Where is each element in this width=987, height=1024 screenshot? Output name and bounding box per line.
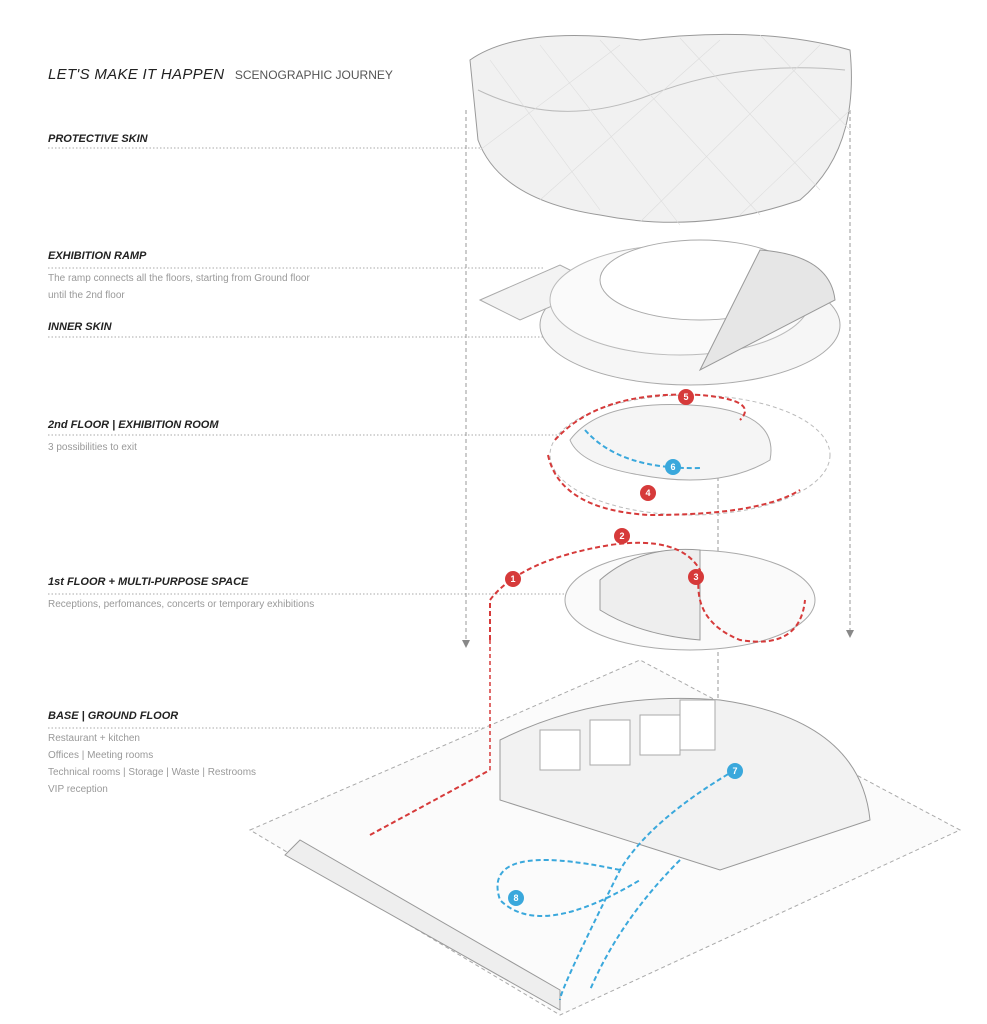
label-text: 3 possibilities to exit [48, 442, 137, 453]
protective-skin-shell [469, 33, 852, 226]
route-marker: 6 [665, 459, 681, 475]
label-1st-floor: 1st FLOOR + MULTI-PURPOSE SPACE Receptio… [48, 576, 314, 613]
svg-text:8: 8 [513, 893, 518, 903]
arrow-down-icon [462, 640, 470, 648]
label-heading: PROTECTIVE SKIN [48, 133, 148, 145]
inner-skin-panel [698, 249, 836, 372]
svg-text:1: 1 [510, 574, 515, 584]
svg-text:3: 3 [693, 572, 698, 582]
svg-text:2: 2 [619, 531, 624, 541]
route-marker: 8 [508, 890, 524, 906]
label-text: Technical rooms | Storage | Waste | Rest… [48, 767, 257, 778]
first-floor-plate [489, 541, 816, 651]
second-floor-plate [547, 393, 831, 517]
label-exhibition-ramp: EXHIBITION RAMP The ramp connects all th… [48, 250, 310, 304]
route-markers: 1 2 3 4 5 6 7 8 [505, 389, 743, 906]
route-marker: 1 [505, 571, 521, 587]
exhibition-ramp-layer [478, 239, 841, 386]
label-text: Receptions, perfomances, concerts or tem… [48, 599, 315, 610]
route-marker: 2 [614, 528, 630, 544]
route-marker: 5 [678, 389, 694, 405]
svg-text:5: 5 [683, 392, 688, 402]
label-text: Offices | Meeting rooms [48, 750, 154, 761]
route-marker: 3 [688, 569, 704, 585]
route-marker: 7 [727, 763, 743, 779]
label-text: Restaurant + kitchen [48, 733, 140, 744]
label-2nd-floor: 2nd FLOOR | EXHIBITION ROOM 3 possibilit… [48, 419, 219, 456]
label-base: BASE | GROUND FLOOR Restaurant + kitchen… [48, 710, 256, 798]
title-main: LET'S MAKE IT HAPPEN [48, 66, 225, 83]
svg-text:7: 7 [732, 766, 737, 776]
label-heading: 2nd FLOOR | EXHIBITION ROOM [48, 419, 219, 431]
label-text: VIP reception [48, 784, 108, 795]
arrow-down-icon [846, 630, 854, 638]
diagram-title: LET'S MAKE IT HAPPEN SCENOGRAPHIC JOURNE… [48, 66, 393, 84]
route-marker: 4 [640, 485, 656, 501]
label-inner-skin: INNER SKIN [48, 321, 112, 333]
label-heading: 1st FLOOR + MULTI-PURPOSE SPACE [48, 576, 249, 588]
label-protective-skin: PROTECTIVE SKIN [48, 133, 148, 145]
svg-text:6: 6 [670, 462, 675, 472]
label-text: until the 2nd floor [48, 290, 125, 301]
svg-text:4: 4 [645, 488, 650, 498]
label-heading: EXHIBITION RAMP [48, 250, 147, 262]
label-text: The ramp connects all the floors, starti… [48, 273, 310, 284]
ground-floor-base [248, 640, 962, 1016]
title-sub: SCENOGRAPHIC JOURNEY [234, 68, 393, 82]
label-heading: INNER SKIN [48, 321, 112, 333]
label-heading: BASE | GROUND FLOOR [48, 710, 179, 722]
